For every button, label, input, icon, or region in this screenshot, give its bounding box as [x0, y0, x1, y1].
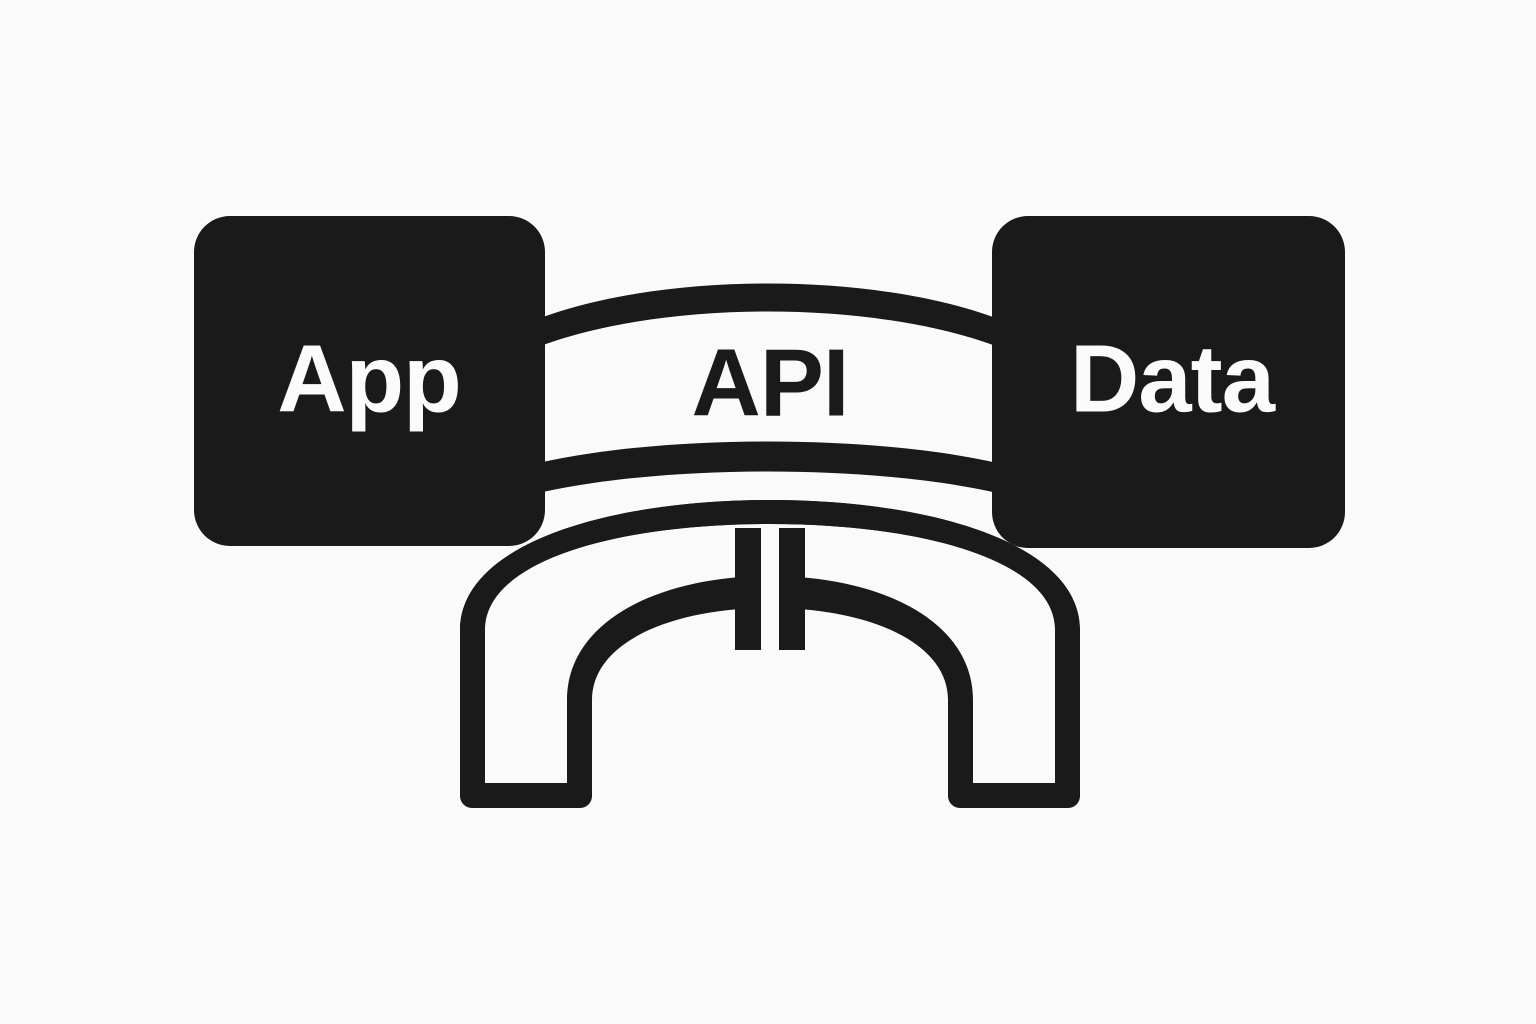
- api-band-lower-arc: [512, 441, 1024, 500]
- node-data[interactable]: Data: [992, 216, 1345, 548]
- app-label: App: [277, 325, 461, 432]
- api-band-connector: [512, 283, 1024, 500]
- node-api: API: [691, 329, 849, 436]
- app-box[interactable]: [194, 216, 545, 546]
- api-label: API: [691, 329, 848, 436]
- bridge-deck: [460, 500, 1080, 644]
- bridge-arch-inner-cutout: [485, 524, 1055, 783]
- api-band-upper-arc: [512, 283, 1024, 358]
- data-label: Data: [1070, 325, 1276, 432]
- bridge-pier-right: [779, 528, 805, 650]
- bridge-arch-structure: [460, 500, 1080, 808]
- bridge-pier-gap: [761, 540, 779, 644]
- data-box[interactable]: [992, 216, 1345, 548]
- bridge-pier-left: [735, 528, 761, 650]
- node-app[interactable]: App: [194, 216, 545, 546]
